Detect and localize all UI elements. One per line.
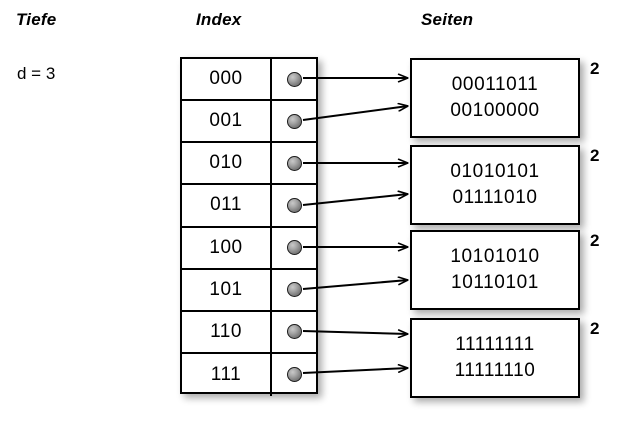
- column-heading-pages: Seiten: [421, 10, 474, 29]
- page-line: 00100000: [450, 100, 540, 121]
- page-box: 01010101 01111010: [410, 145, 580, 225]
- page-line: 11111110: [454, 360, 536, 381]
- page-line: 01010101: [450, 160, 540, 182]
- index-key: 011: [182, 185, 272, 226]
- page-count-label: 2: [590, 319, 600, 338]
- pointer-dot-icon: [286, 71, 302, 87]
- index-key: 001: [182, 101, 272, 142]
- index-row: 011: [182, 185, 316, 228]
- index-pointer-cell: [272, 143, 316, 183]
- connector-group: [302, 78, 408, 374]
- pointer-dot-icon: [286, 324, 302, 340]
- index-pointer-cell: [272, 354, 316, 396]
- connector-arrow: [302, 368, 408, 374]
- index-table: 000 001 010 011 100: [180, 57, 318, 396]
- index-pointer-cell: [272, 59, 316, 99]
- connector-arrow: [302, 194, 408, 206]
- page-line: 01111010: [452, 187, 538, 208]
- pointer-dot-icon: [286, 113, 302, 129]
- page-count-label: 2: [590, 146, 600, 165]
- index-row: 000: [182, 59, 316, 102]
- index-key: 100: [182, 227, 272, 268]
- index-key: 110: [182, 311, 272, 352]
- page-line: 11111111: [455, 333, 535, 355]
- pointer-dot-icon: [286, 240, 302, 256]
- index-key: 111: [182, 353, 272, 396]
- index-key: 010: [182, 143, 272, 184]
- index-row: 001: [182, 101, 316, 144]
- index-row: 100: [182, 227, 316, 270]
- page-box: 10101010 10110101: [410, 230, 580, 310]
- index-key: 101: [182, 269, 272, 310]
- page-count-label: 2: [590, 231, 600, 250]
- index-row: 101: [182, 269, 316, 312]
- index-key: 000: [182, 59, 272, 100]
- index-row: 010: [182, 143, 316, 186]
- pointer-dot-icon: [286, 155, 302, 171]
- page-line: 00011011: [451, 73, 539, 95]
- index-pointer-cell: [272, 228, 316, 268]
- index-pointer-cell: [272, 270, 316, 310]
- page-box: 11111111 11111110: [410, 318, 580, 398]
- index-pointer-cell: [272, 101, 316, 141]
- pointer-dot-icon: [286, 367, 302, 383]
- page-count-label: 2: [590, 59, 600, 78]
- index-row: 111: [182, 353, 316, 396]
- index-pointer-cell: [272, 312, 316, 352]
- index-row: 110: [182, 311, 316, 354]
- page-line: 10101010: [450, 245, 540, 267]
- connector-arrow: [302, 331, 408, 334]
- pointer-dot-icon: [286, 282, 302, 298]
- page-box: 00011011 00100000: [410, 58, 580, 138]
- connector-arrow: [302, 106, 408, 121]
- page-line: 10110101: [451, 272, 539, 293]
- connector-arrow: [302, 280, 408, 290]
- depth-value-label: d = 3: [17, 64, 56, 83]
- column-heading-depth: Tiefe: [16, 10, 57, 29]
- index-pointer-cell: [272, 185, 316, 225]
- pointer-dot-icon: [286, 197, 302, 213]
- column-heading-index: Index: [196, 10, 242, 29]
